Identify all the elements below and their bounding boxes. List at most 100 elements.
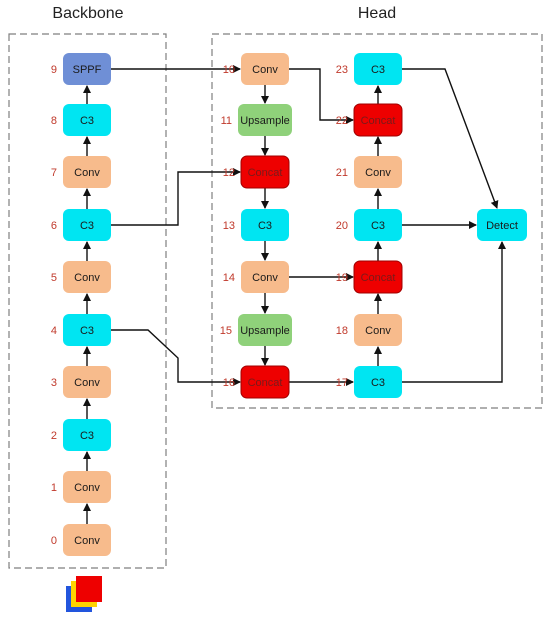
node-n18: Conv 18: [336, 314, 402, 346]
layer-index: 19: [336, 272, 348, 284]
c3-label: C3: [258, 220, 272, 232]
conv-label: Conv: [74, 377, 100, 389]
concat-label: Concat: [248, 167, 283, 179]
concat-box: [353, 260, 403, 294]
conv-box: [354, 156, 402, 188]
layer-index: 16: [223, 377, 235, 389]
c3-label: C3: [371, 220, 385, 232]
conv-box: [63, 156, 111, 188]
conv-label: Conv: [74, 167, 100, 179]
c3-label: C3: [80, 430, 94, 442]
sppf-label: SPPF: [73, 64, 102, 76]
concat-box: [240, 155, 290, 189]
layer-index: 23: [336, 64, 348, 76]
layer-index: 21: [336, 167, 348, 179]
c3-label: C3: [80, 220, 94, 232]
layer-index: 6: [51, 220, 57, 232]
c3-label: C3: [80, 325, 94, 337]
edge-n23-detect-seg: [402, 68, 499, 209]
c3-label: C3: [371, 64, 385, 76]
layer-index: 11: [221, 115, 232, 127]
node-n8: C3 8: [51, 104, 111, 136]
node-n2: C3 2: [51, 419, 111, 451]
node-n3: Conv 3: [51, 366, 111, 398]
layer-index: 3: [51, 377, 57, 389]
node-n14: Conv 14: [223, 261, 289, 293]
node-n0: Conv 0: [51, 524, 111, 556]
sppf-box: [63, 53, 111, 85]
conv-box: [241, 53, 289, 85]
upsample-box: [238, 104, 292, 136]
layer-index: 20: [336, 220, 348, 232]
upsample-label: Upsample: [240, 115, 290, 127]
c3-box: [63, 104, 111, 136]
conv-box: [63, 471, 111, 503]
node-n22: Concat 22: [336, 103, 403, 137]
node-n12: Concat 12: [223, 155, 290, 189]
layer-index: 17: [336, 377, 348, 389]
conv-label: Conv: [74, 535, 100, 547]
layer-index: 10: [223, 64, 235, 76]
layer-index: 22: [336, 115, 348, 127]
input-image-icon: [66, 576, 102, 612]
layer-index: 9: [51, 64, 57, 76]
concat-label: Concat: [361, 272, 396, 284]
c3-box: [63, 314, 111, 346]
node-n17: C3 17: [336, 366, 402, 398]
c3-label: C3: [371, 377, 385, 389]
layer-index: 15: [220, 325, 232, 337]
node-n23: C3 23: [336, 53, 402, 85]
layer-index: 12: [223, 167, 235, 179]
conv-box: [63, 524, 111, 556]
concat-label: Concat: [248, 377, 283, 389]
backbone-title: Backbone: [52, 5, 123, 22]
layer-index: 2: [51, 430, 57, 442]
conv-label: Conv: [252, 272, 278, 284]
input-red-layer: [76, 576, 102, 602]
node-n20: C3 20: [336, 209, 402, 241]
layer-index: 4: [51, 325, 57, 337]
c3-box: [354, 53, 402, 85]
conv-label: Conv: [365, 325, 391, 337]
layer-index: 7: [51, 167, 57, 179]
node-n21: Conv 21: [336, 156, 402, 188]
node-n15: Upsample 15: [220, 314, 292, 346]
node-n10: Conv 10: [223, 53, 289, 85]
head-title: Head: [358, 5, 396, 22]
node-n9: SPPF 9: [51, 53, 111, 85]
conv-box: [354, 314, 402, 346]
c3-box: [354, 209, 402, 241]
concat-label: Concat: [361, 115, 396, 127]
head-frame: [211, 33, 543, 409]
c3-label: C3: [80, 115, 94, 127]
conv-label: Conv: [365, 167, 391, 179]
node-n16: Concat 16: [223, 365, 290, 399]
layer-index: 8: [51, 115, 57, 127]
node-n7: Conv 7: [51, 156, 111, 188]
c3-box: [354, 366, 402, 398]
layer-index: 0: [51, 535, 57, 547]
c3-box: [241, 209, 289, 241]
detect-label: Detect: [486, 220, 518, 232]
node-detect: Detect: [477, 209, 527, 241]
upsample-box: [238, 314, 292, 346]
layer-index: 18: [336, 325, 348, 337]
conv-box: [63, 261, 111, 293]
conv-label: Conv: [252, 64, 278, 76]
concat-box: [240, 365, 290, 399]
node-n5: Conv 5: [51, 261, 111, 293]
layer-index: 1: [51, 482, 57, 494]
edge-n4-n16: [111, 329, 241, 386]
layer-index: 5: [51, 272, 57, 284]
upsample-label: Upsample: [240, 325, 290, 337]
node-n11: Upsample 11: [221, 104, 292, 136]
edge-n17-detect: [402, 241, 506, 383]
node-n6: C3 6: [51, 209, 111, 241]
node-n19: Concat 19: [336, 260, 403, 294]
layer-index: 14: [223, 272, 235, 284]
backbone-frame: [8, 33, 167, 569]
conv-label: Conv: [74, 272, 100, 284]
